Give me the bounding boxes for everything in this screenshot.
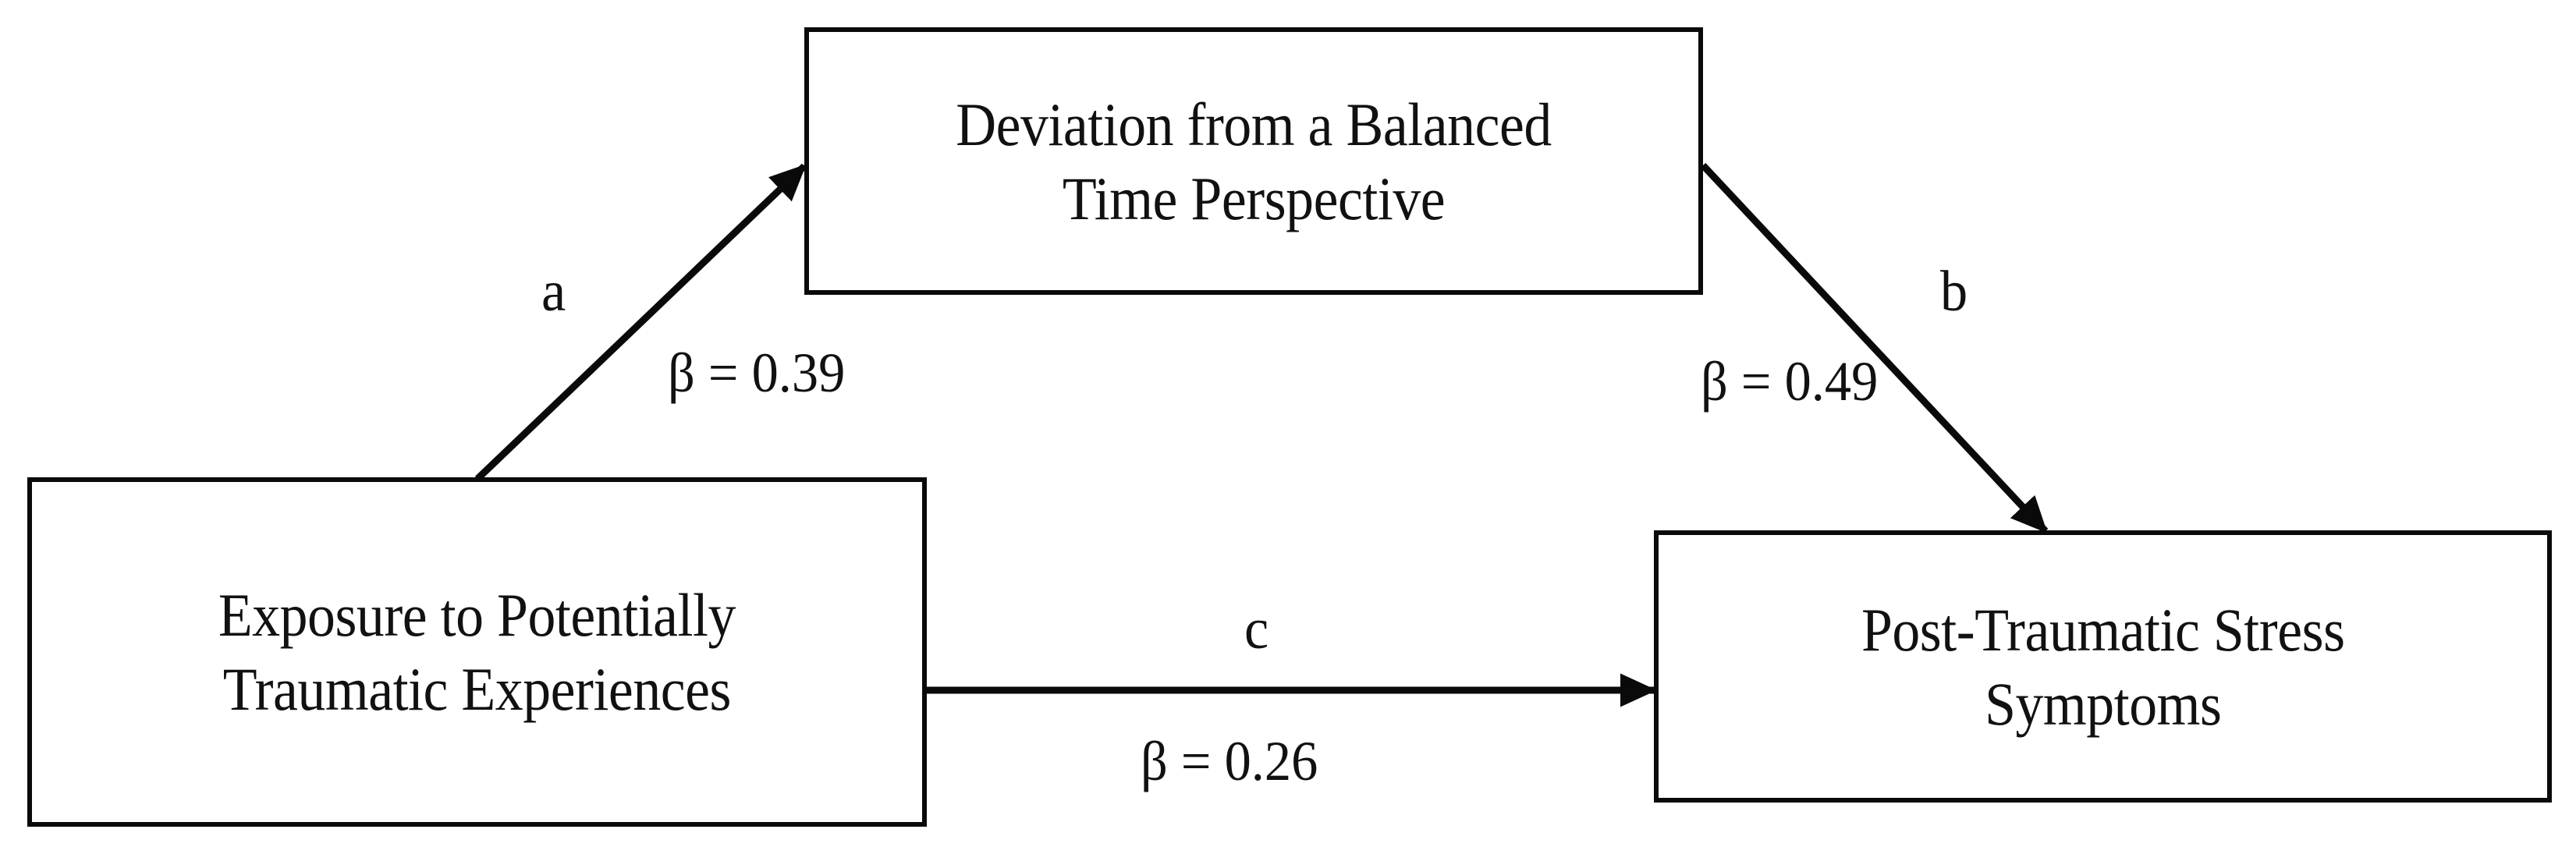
node-outcome-label: Post-Traumatic Stress Symptoms (1861, 595, 2345, 738)
node-mediator: Deviation from a Balanced Time Perspecti… (804, 27, 1703, 295)
path-a-coefficient: β = 0.39 (668, 342, 846, 404)
path-c-label: c (1244, 597, 1269, 661)
node-outcome: Post-Traumatic Stress Symptoms (1654, 530, 2552, 803)
path-c-coefficient: β = 0.26 (1141, 730, 1318, 792)
node-mediator-label: Deviation from a Balanced Time Perspecti… (956, 90, 1552, 232)
path-a-arrow (474, 163, 807, 482)
node-predictor: Exposure to Potentially Traumatic Experi… (27, 477, 927, 827)
path-b-coefficient: β = 0.49 (1701, 350, 1879, 413)
node-predictor-label: Exposure to Potentially Traumatic Experi… (218, 581, 736, 723)
path-a-label: a (541, 260, 566, 324)
path-b-arrow (1700, 162, 2049, 534)
path-b-label: b (1940, 260, 1968, 324)
